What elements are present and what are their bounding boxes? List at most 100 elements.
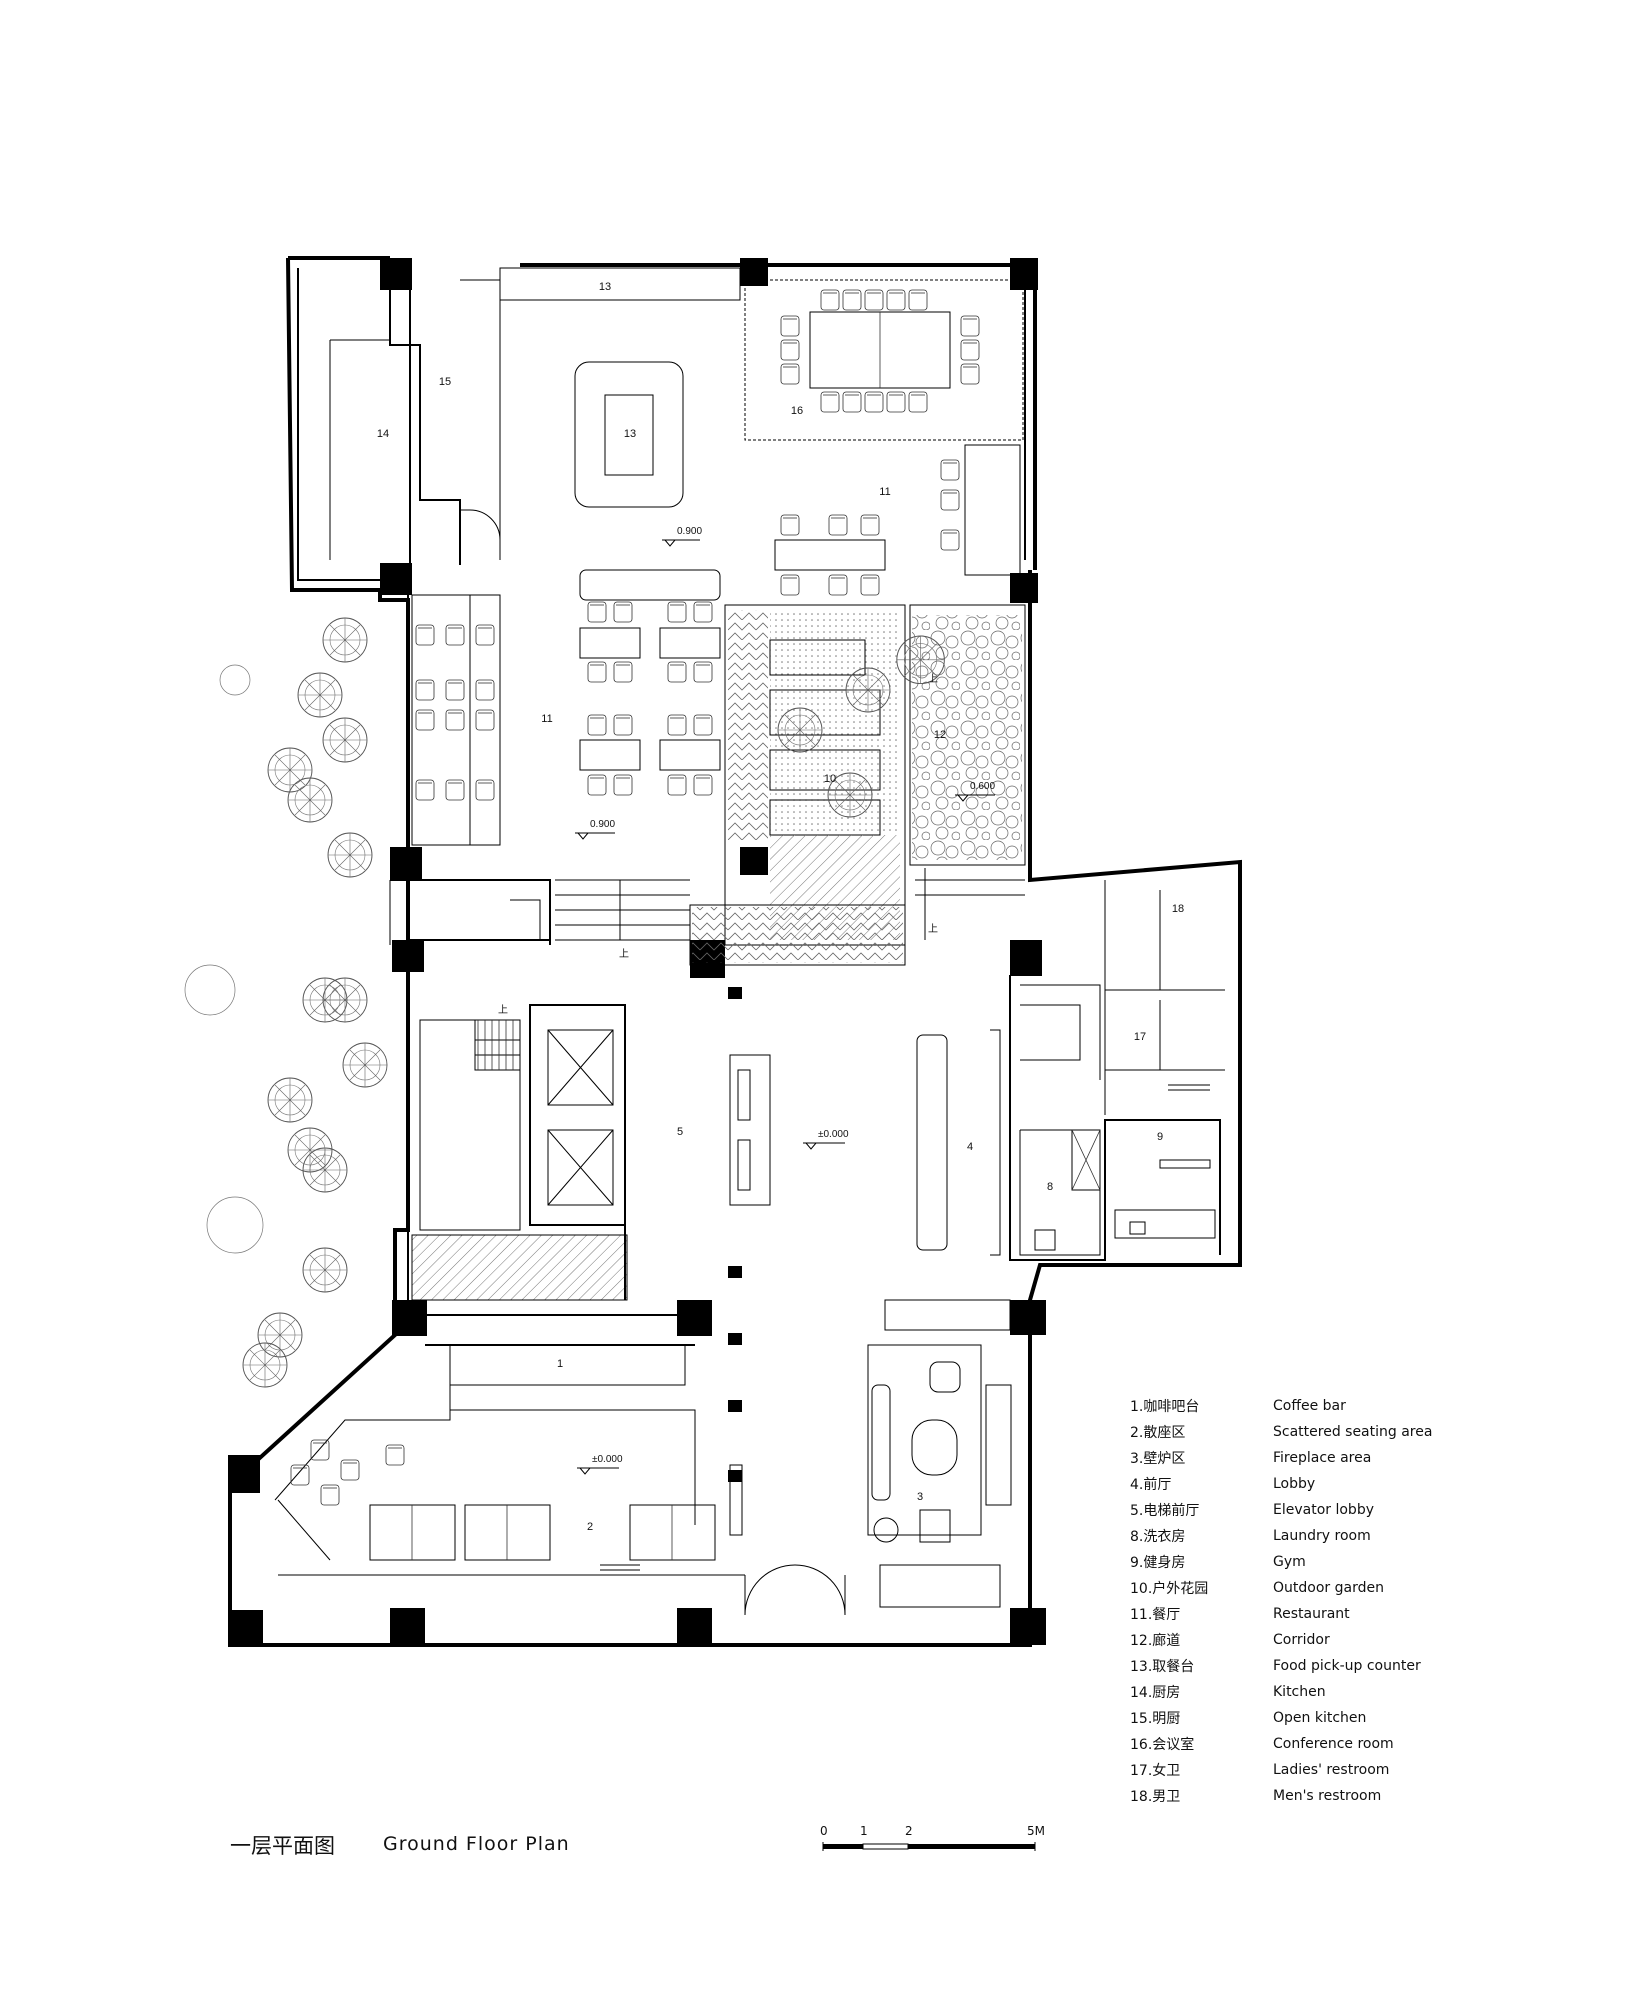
plan-title-chinese: 一层平面图: [230, 1834, 335, 1858]
scale-tick-label: 2: [905, 1824, 913, 1838]
kitchen-walls: [329, 272, 501, 565]
hatched-storage: [411, 1234, 628, 1301]
outdoor-garden: [689, 604, 906, 966]
room-label: 2: [587, 1521, 593, 1533]
restaurant-lower-seating: [411, 569, 721, 846]
legend-item: 16.会议室 Conference room: [1130, 1731, 1550, 1757]
legend-item: 1.咖啡吧台 Coffee bar: [1130, 1393, 1550, 1419]
room-label: 12: [934, 729, 946, 741]
legend-name: Corridor: [1273, 1632, 1330, 1648]
room-label: 16: [791, 405, 803, 417]
legend-number: 8.洗衣房: [1130, 1529, 1186, 1545]
room-label: 11: [879, 486, 890, 498]
legend-number: 10.户外花园: [1130, 1581, 1209, 1597]
lobby-desk: [729, 1054, 771, 1206]
coffee-bar: [410, 1314, 695, 1410]
level-markers: 0.900 0.900 0.600 ±0.000 ±0.000: [575, 526, 995, 1475]
legend-name: Restaurant: [1273, 1606, 1350, 1622]
reception-counter: [916, 1029, 1001, 1256]
scale-tick-label: 0: [820, 1824, 828, 1838]
legend-name: Kitchen: [1273, 1684, 1326, 1700]
legend-item: 13.取餐台 Food pick-up counter: [1130, 1653, 1550, 1679]
entrance-doors: [600, 1564, 846, 1616]
legend-name: Fireplace area: [1273, 1450, 1372, 1466]
service-wing: [1009, 880, 1225, 1261]
room-label: 3: [917, 1491, 923, 1503]
landscape-trees: [184, 617, 388, 1388]
restaurant-upper-seating: [774, 444, 1021, 596]
legend-name: Coffee bar: [1273, 1398, 1346, 1414]
room-label: 11: [541, 713, 552, 725]
plan-title-english: Ground Floor Plan: [383, 1833, 570, 1855]
stair: [419, 1019, 521, 1231]
legend-number: 13.取餐台: [1130, 1659, 1195, 1675]
legend-item: 17.女卫 Ladies' restroom: [1130, 1757, 1550, 1783]
legend-name: Conference room: [1273, 1736, 1394, 1752]
room-label: 1: [557, 1358, 563, 1370]
lobby-bench: [884, 1299, 1011, 1331]
scale-bar: 0 1 2 5M: [820, 1824, 1050, 1864]
level-marker: 0.900: [590, 819, 615, 830]
legend-name: Outdoor garden: [1273, 1580, 1384, 1596]
legend-item: 5.电梯前厅 Elevator lobby: [1130, 1497, 1550, 1523]
legend-number: 4.前厅: [1130, 1477, 1172, 1493]
legend-name: Lobby: [1273, 1476, 1316, 1492]
level-marker: 0.600: [970, 781, 995, 792]
legend-name: Food pick-up counter: [1273, 1658, 1421, 1674]
legend-number: 16.会议室: [1130, 1737, 1195, 1753]
elevators: [529, 1004, 626, 1226]
room-label: 18: [1172, 903, 1184, 915]
stair-mark: 上: [619, 948, 629, 960]
pickup-counter-island: [574, 361, 684, 508]
legend-item: 4.前厅 Lobby: [1130, 1471, 1550, 1497]
legend-number: 1.咖啡吧台: [1130, 1399, 1200, 1415]
structural-columns: [228, 258, 1046, 1645]
stair-mark: 上: [498, 1004, 508, 1016]
scale-tick-label: 1: [860, 1824, 868, 1838]
legend-name: Gym: [1273, 1554, 1306, 1570]
legend-name: Elevator lobby: [1273, 1502, 1374, 1518]
pickup-counter-top: [499, 267, 741, 301]
legend-name: Ladies' restroom: [1273, 1762, 1390, 1778]
legend-number: 3.壁炉区: [1130, 1451, 1186, 1467]
legend-item: 14.厨房 Kitchen: [1130, 1679, 1550, 1705]
central-walls: [389, 879, 551, 1225]
legend-item: 18.男卫 Men's restroom: [1130, 1783, 1550, 1809]
corridor: [909, 604, 1026, 866]
legend-number: 9.健身房: [1130, 1555, 1186, 1571]
room-label: 9: [1157, 1131, 1163, 1143]
legend-number: 17.女卫: [1130, 1763, 1181, 1779]
conference-room: [744, 279, 1024, 441]
legend-name: Open kitchen: [1273, 1710, 1367, 1726]
room-label: 14: [377, 428, 389, 440]
scale-tick-label: 5M: [1027, 1824, 1045, 1838]
stair-mark: 上: [928, 923, 938, 935]
level-marker: ±0.000: [818, 1129, 849, 1140]
fireplace-area: [867, 635, 1012, 1608]
legend-item: 3.壁炉区 Fireplace area: [1130, 1445, 1550, 1471]
legend-item: 10.户外花园 Outdoor garden: [1130, 1575, 1550, 1601]
stair-mark: 上: [928, 673, 938, 685]
legend-number: 11.餐厅: [1130, 1607, 1181, 1623]
room-label: 8: [1047, 1181, 1053, 1193]
legend-number: 14.厨房: [1130, 1685, 1181, 1701]
steps: [555, 868, 1025, 941]
room-label: 17: [1134, 1031, 1146, 1043]
legend-item: 9.健身房 Gym: [1130, 1549, 1550, 1575]
legend-number: 18.男卫: [1130, 1789, 1181, 1805]
level-marker: ±0.000: [592, 1454, 623, 1465]
room-label: 4: [967, 1141, 973, 1153]
room-label: 13: [624, 428, 636, 440]
legend-name: Men's restroom: [1273, 1788, 1382, 1804]
level-marker: 0.900: [677, 526, 702, 537]
legend-number: 5.电梯前厅: [1130, 1503, 1200, 1519]
room-label: 10: [824, 773, 836, 785]
room-label: 15: [439, 376, 451, 388]
legend-item: 8.洗衣房 Laundry room: [1130, 1523, 1550, 1549]
legend-name: Laundry room: [1273, 1528, 1371, 1544]
legend-name: Scattered seating area: [1273, 1424, 1433, 1440]
